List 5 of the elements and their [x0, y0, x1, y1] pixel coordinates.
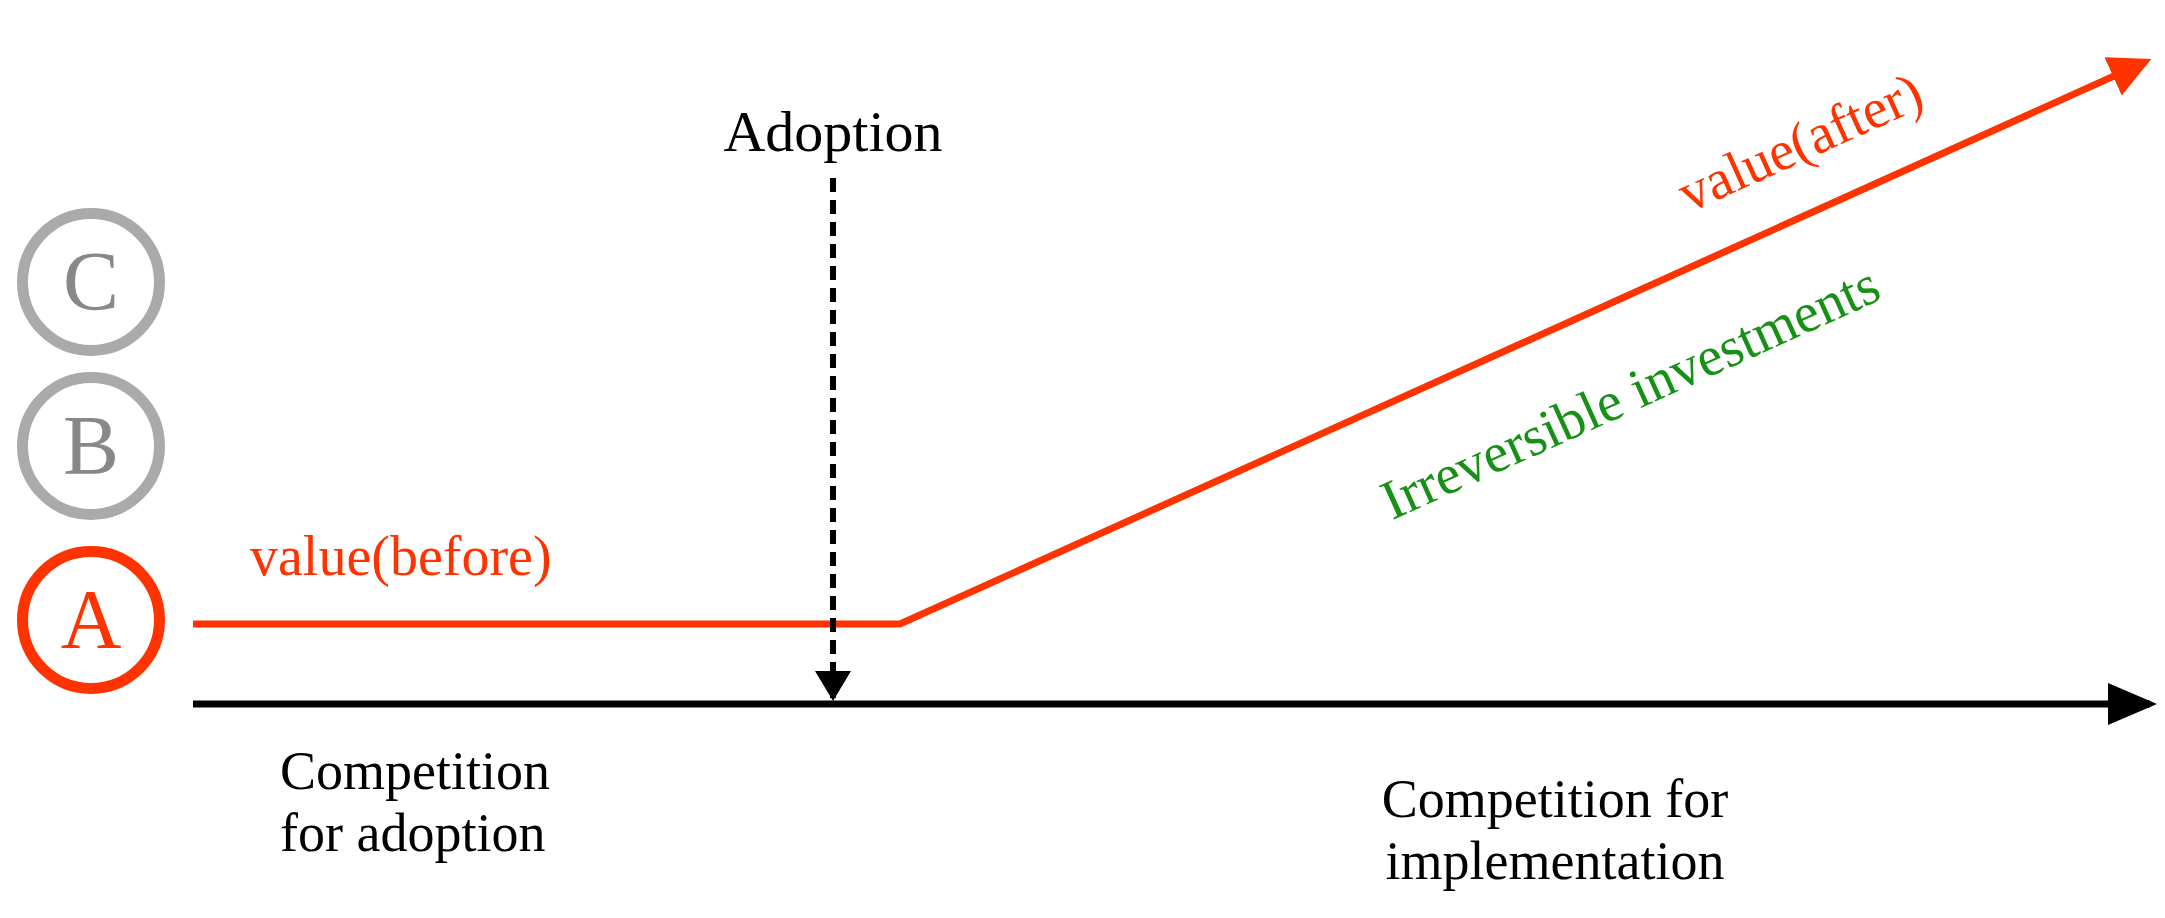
event-label: Adoption [693, 92, 973, 172]
axis-label: Competition for adoption [280, 740, 551, 864]
line-label: value(before) [250, 524, 553, 588]
axis-label: Competition for implementation [1380, 768, 1730, 892]
dashed-arrow [815, 178, 851, 701]
